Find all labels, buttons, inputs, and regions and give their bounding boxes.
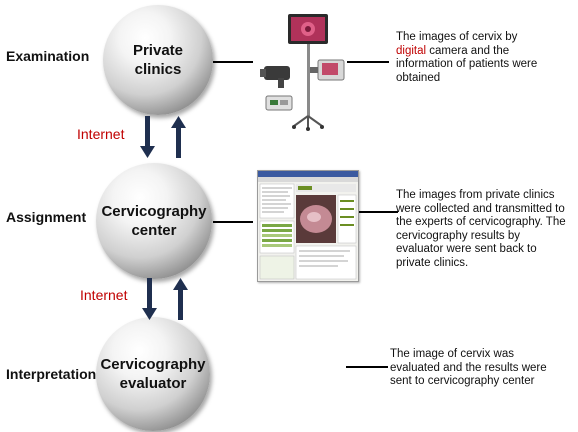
description-assignment-line: were collected and transmitted to (396, 202, 565, 215)
cervicography-evaluator-node: Cervicography evaluator (96, 317, 210, 431)
description-examination-line2: digital camera and the (396, 45, 574, 59)
internet-label-lower: Internet (80, 287, 128, 303)
cervicography-evaluator-line1: Cervicography (100, 356, 206, 373)
arrows-lower (142, 278, 188, 320)
description-assignment-line: the experts of cervicography. The (396, 216, 566, 228)
description-interpretation-line: The image of cervix was (390, 348, 514, 360)
up-arrow-icon (173, 278, 188, 320)
description-interpretation: The image of cervix was evaluated and th… (390, 348, 570, 389)
connector-assignment-right (358, 211, 398, 213)
down-arrow-icon (142, 278, 157, 320)
cervicography-center-node: Cervicography center (96, 163, 212, 279)
stage-label-interpretation: Interpretation (6, 366, 97, 382)
description-examination-line4: obtained (396, 71, 441, 84)
stage-label-examination: Examination (6, 48, 90, 64)
cervicography-center-line1: Cervicography (101, 203, 207, 220)
cervicography-center-line2: center (131, 222, 177, 239)
internet-label-upper: Internet (77, 126, 125, 142)
connector-examination-left (213, 61, 253, 63)
down-arrow-icon (140, 116, 155, 158)
description-examination-line3: information of patients were (396, 58, 538, 70)
description-examination-line1: The images of cervix by (396, 31, 518, 43)
description-assignment-line: evaluator were sent back to (396, 243, 537, 255)
description-examination-line2-rest: camera and the (426, 44, 510, 57)
description-assignment-line: The images from private clinics (396, 189, 555, 201)
private-clinics-node: Private clinics (103, 5, 213, 115)
connector-interpretation (346, 366, 388, 368)
highlight-digital: digital (396, 44, 427, 57)
connector-assignment-left (213, 221, 253, 223)
connector-examination-right (347, 61, 389, 63)
stage-label-assignment: Assignment (6, 209, 87, 225)
private-clinics-line1: Private (132, 42, 184, 59)
private-clinics-line2: clinics (134, 61, 182, 78)
description-assignment-line: private clinics. (396, 256, 469, 269)
software-screenshot-icon (257, 170, 359, 282)
description-assignment-line: cervicography results by (396, 229, 520, 242)
description-interpretation-line: evaluated and the results were (390, 361, 547, 374)
description-interpretation-line: sent to cervicography center (390, 375, 535, 387)
description-assignment: The images from private clinics were col… (396, 189, 576, 270)
cervicography-evaluator-line2: evaluator (119, 375, 187, 392)
arrows-upper (140, 116, 186, 158)
description-examination: The images of cervix by digital camera a… (396, 31, 574, 85)
camera-equipment-icon (260, 14, 345, 131)
up-arrow-icon (171, 116, 186, 158)
